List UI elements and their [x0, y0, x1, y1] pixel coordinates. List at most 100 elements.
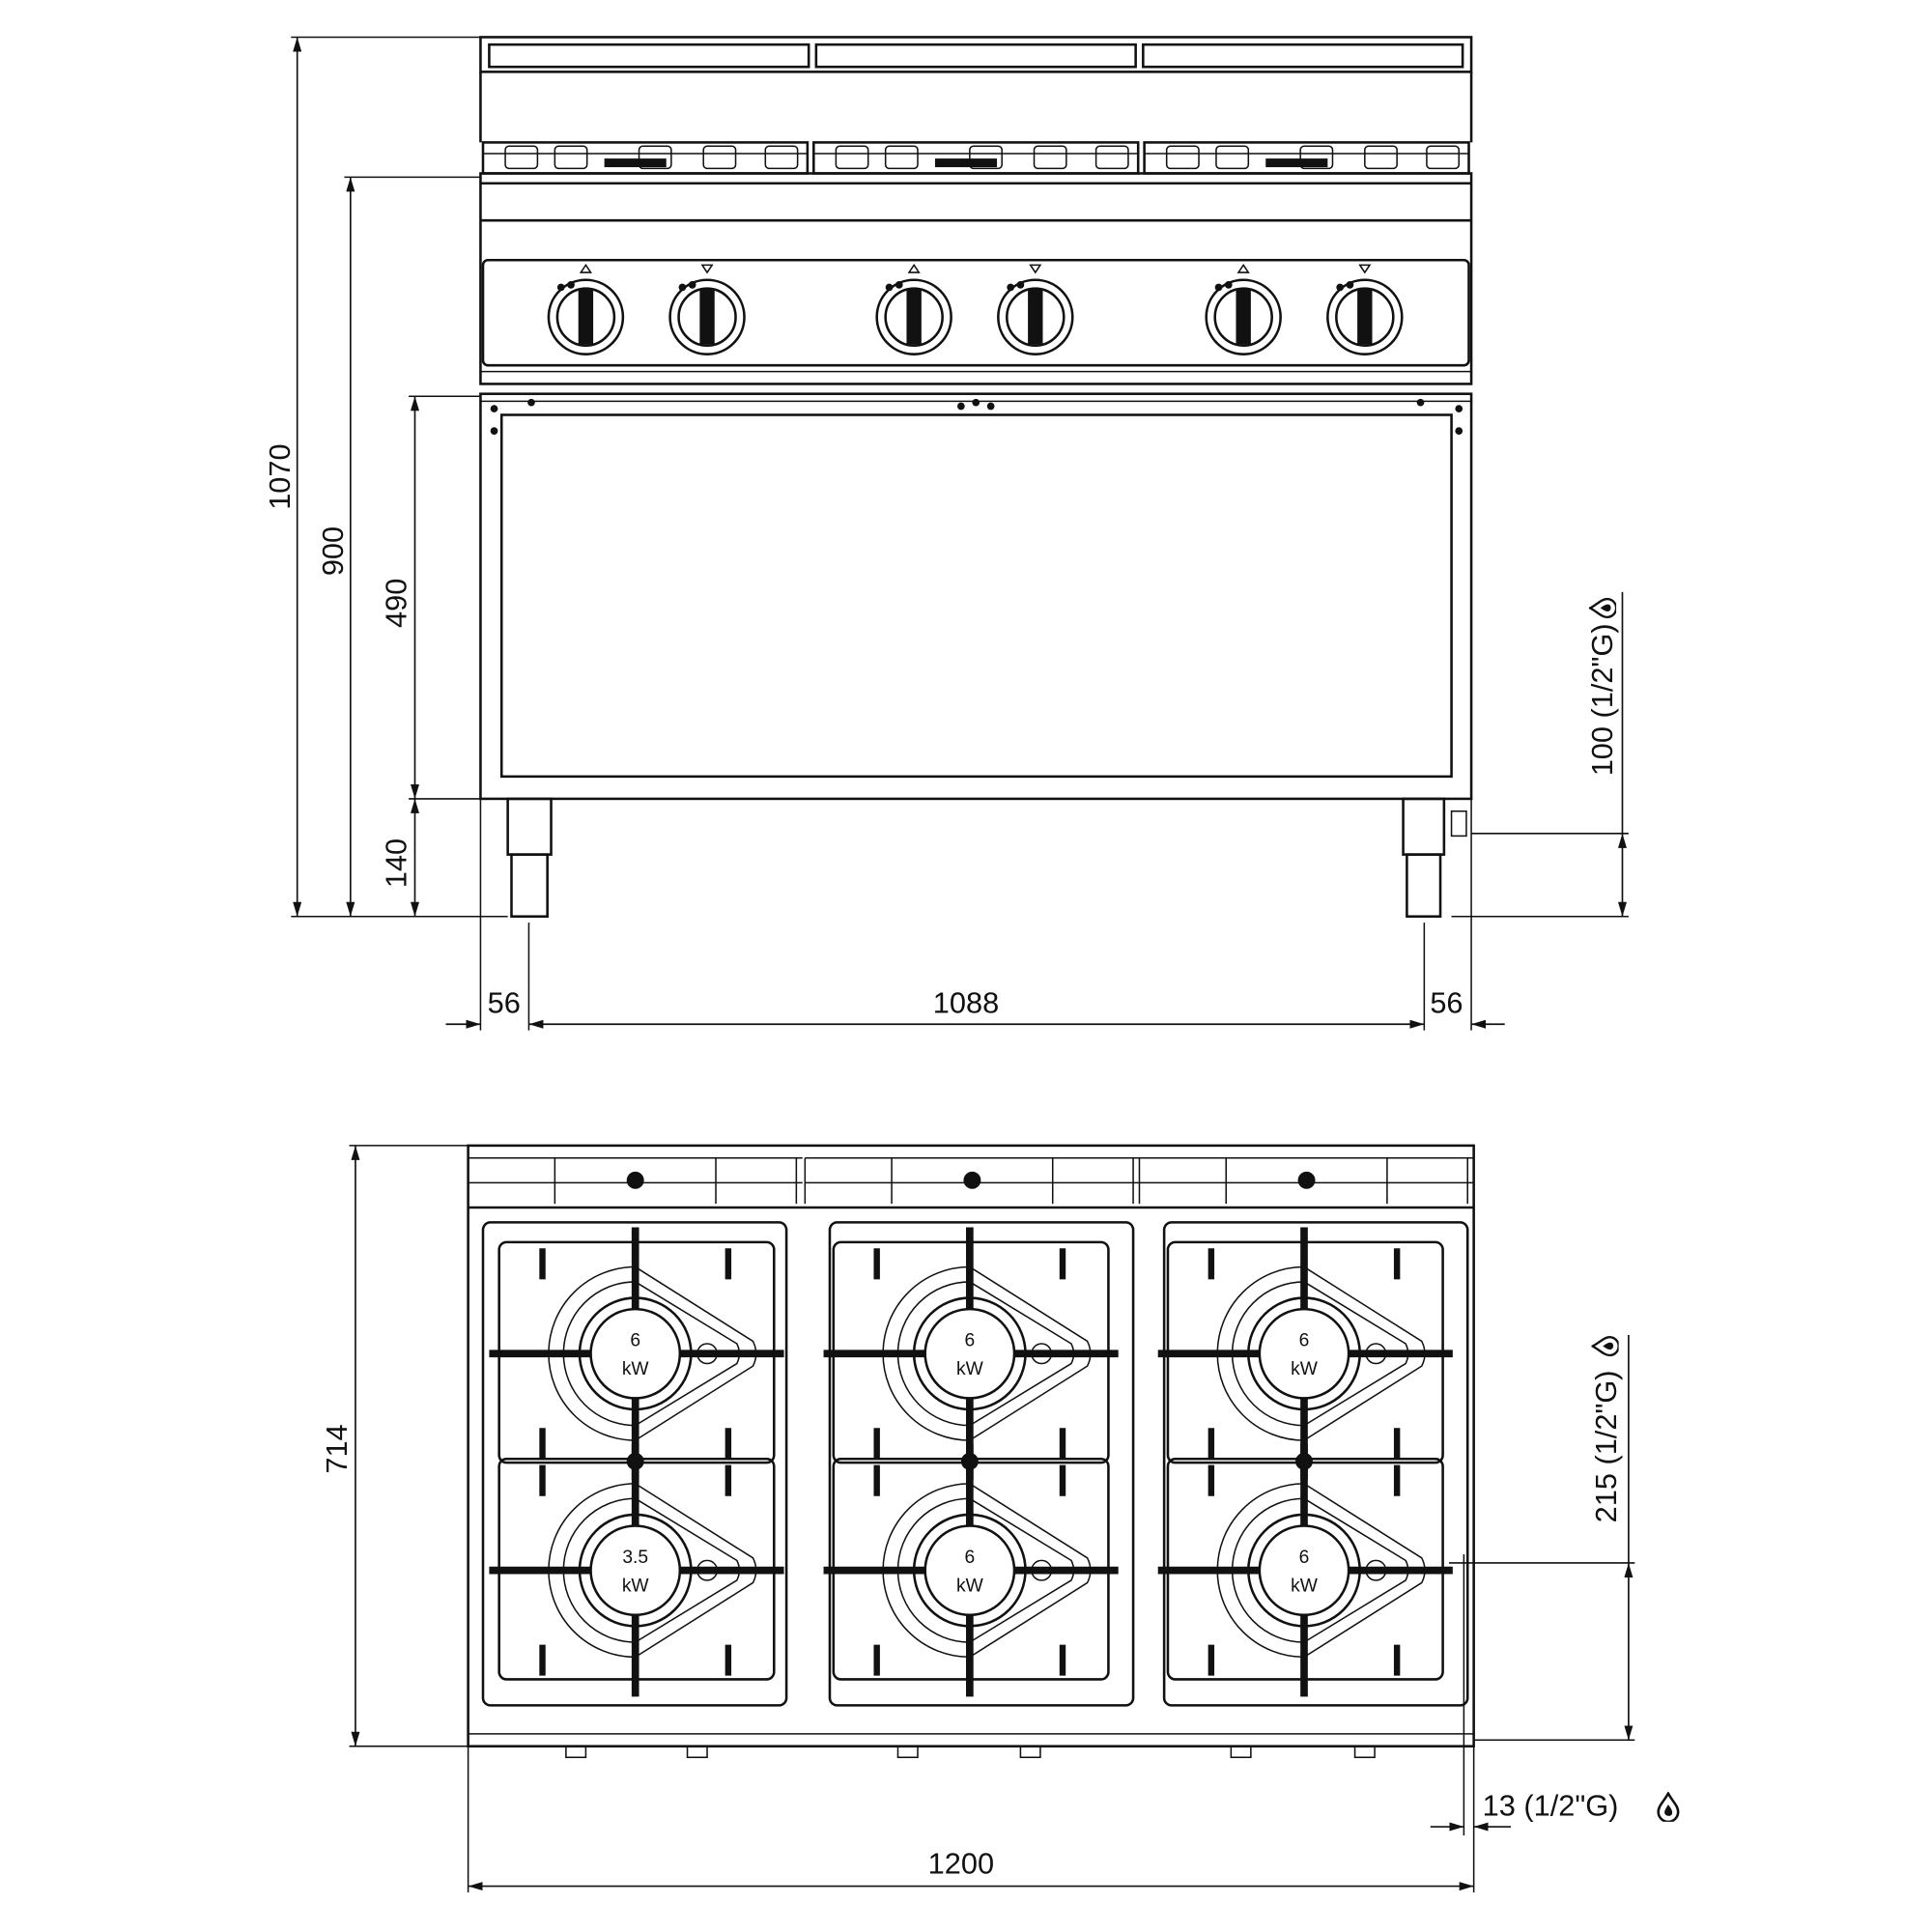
- control-knob: [1326, 264, 1404, 355]
- knob-grip: [578, 290, 594, 345]
- dim-width: 1200: [928, 1847, 994, 1881]
- flame-large-icon: [1236, 263, 1250, 273]
- burner-power: 6: [964, 1548, 975, 1568]
- burner-cap-inner: [896, 1281, 1075, 1427]
- burner-crown: [1258, 1307, 1350, 1400]
- knob-mark: [895, 281, 903, 289]
- burner-cap-inner: [562, 1497, 741, 1643]
- knob-inner: [1335, 287, 1395, 347]
- dim-left-offset: 56: [488, 986, 521, 1020]
- gas-drop-icon: [1588, 597, 1617, 619]
- grate-foot: [554, 145, 588, 170]
- dim-worktop-height: 900: [316, 526, 350, 576]
- burner-crown: [589, 1524, 682, 1617]
- burner: 6 kW: [489, 1227, 784, 1481]
- dim-gas-side: 13 (1/2"G): [1483, 1788, 1619, 1822]
- grate-joint: [1295, 1452, 1313, 1470]
- control-knob: [668, 264, 746, 355]
- burner-cap-outline: [1216, 1265, 1426, 1441]
- cabinet: [479, 392, 1473, 801]
- knob-mark: [1007, 283, 1014, 292]
- grate-foot: [764, 145, 799, 170]
- grate-foot: [702, 145, 737, 170]
- flame-small-icon: [700, 264, 714, 274]
- grate-frame: [1162, 1221, 1469, 1707]
- grate-foot: [1215, 145, 1250, 170]
- knob-mark: [567, 281, 575, 289]
- gas-drop-icon: [1591, 1335, 1619, 1357]
- burner-profile: [604, 158, 667, 168]
- grate-foot: [835, 145, 869, 170]
- burner-cap-outline: [1216, 1483, 1426, 1659]
- knob-mark: [688, 281, 696, 289]
- burner-power: 6: [1299, 1331, 1310, 1351]
- pilot-icon: [1031, 1559, 1053, 1581]
- burner-ring: [1247, 1513, 1361, 1628]
- burner-cap-inner: [562, 1281, 741, 1427]
- control-knob: [875, 263, 952, 355]
- burner-cap-inner: [1231, 1281, 1409, 1427]
- knob-stems: [565, 1745, 1376, 1758]
- burner-unit: kW: [1291, 1576, 1319, 1596]
- burner-crown: [1258, 1524, 1350, 1617]
- pilot-icon: [1365, 1559, 1387, 1581]
- knob-ring: [997, 278, 1074, 355]
- burner-unit: kW: [622, 1359, 650, 1379]
- knob-mark: [1214, 283, 1223, 292]
- pilot-dot: [626, 1171, 644, 1189]
- burner-cap-inner: [1231, 1497, 1409, 1643]
- burner-power: 3.5: [622, 1548, 648, 1568]
- flame-small-icon: [1029, 264, 1042, 274]
- burner-ring: [912, 1513, 1027, 1628]
- grate-foot: [969, 145, 1003, 170]
- burner: 6kW: [1157, 1227, 1453, 1481]
- burner-ring: [578, 1296, 693, 1411]
- knob-ring: [875, 278, 952, 355]
- grate-foot: [1426, 145, 1461, 170]
- burner: 6kW: [823, 1443, 1119, 1697]
- knob-inner: [1006, 287, 1065, 347]
- dim-leg-height: 140: [380, 838, 413, 888]
- burner-unit: kW: [956, 1359, 984, 1379]
- knob-grip: [1028, 290, 1043, 345]
- grate-foot: [1165, 145, 1200, 170]
- burner-power: 6: [1299, 1548, 1310, 1568]
- burner-crown: [589, 1307, 682, 1400]
- dimension-lines: [291, 36, 1629, 1031]
- pilot-icon: [696, 1559, 719, 1581]
- dim-cabinet-height: 490: [380, 579, 413, 628]
- control-knob: [547, 263, 625, 355]
- burner-crown: [923, 1307, 1016, 1400]
- knob-stem: [686, 1745, 708, 1758]
- knob-mark: [556, 283, 565, 292]
- control-knobs: [547, 263, 1404, 355]
- knob-mark: [885, 283, 894, 292]
- burner-cap-outline: [882, 1265, 1092, 1441]
- knob-mark: [678, 283, 687, 292]
- dim-right-offset: 56: [1430, 986, 1463, 1020]
- legs: [506, 797, 1467, 919]
- flame-large-icon: [579, 263, 592, 273]
- knob-ring: [668, 278, 746, 355]
- knob-grip: [906, 290, 922, 345]
- knob-grip: [1357, 290, 1373, 345]
- knob-grip: [1236, 290, 1251, 345]
- knob-stem: [1019, 1745, 1041, 1758]
- burner-power: 6: [964, 1331, 975, 1351]
- burner-profile: [1265, 158, 1328, 168]
- backsplash: [479, 36, 1473, 143]
- burner-ring: [578, 1513, 693, 1628]
- gas-drop-icon: [1657, 1792, 1680, 1822]
- burner-power: 6: [630, 1331, 640, 1351]
- dim-gas-depth: 215 (1/2"G): [1589, 1370, 1623, 1522]
- grate-foot: [1033, 145, 1067, 170]
- knob-ring: [1205, 278, 1282, 355]
- back-strip: [467, 1156, 1474, 1205]
- front-grates: [481, 141, 1470, 175]
- grate-joint: [960, 1452, 979, 1470]
- knob-stem: [896, 1745, 919, 1758]
- burner-cap-outline: [548, 1265, 757, 1441]
- burner-cap-outline: [882, 1483, 1092, 1659]
- knob-mark: [1336, 283, 1345, 292]
